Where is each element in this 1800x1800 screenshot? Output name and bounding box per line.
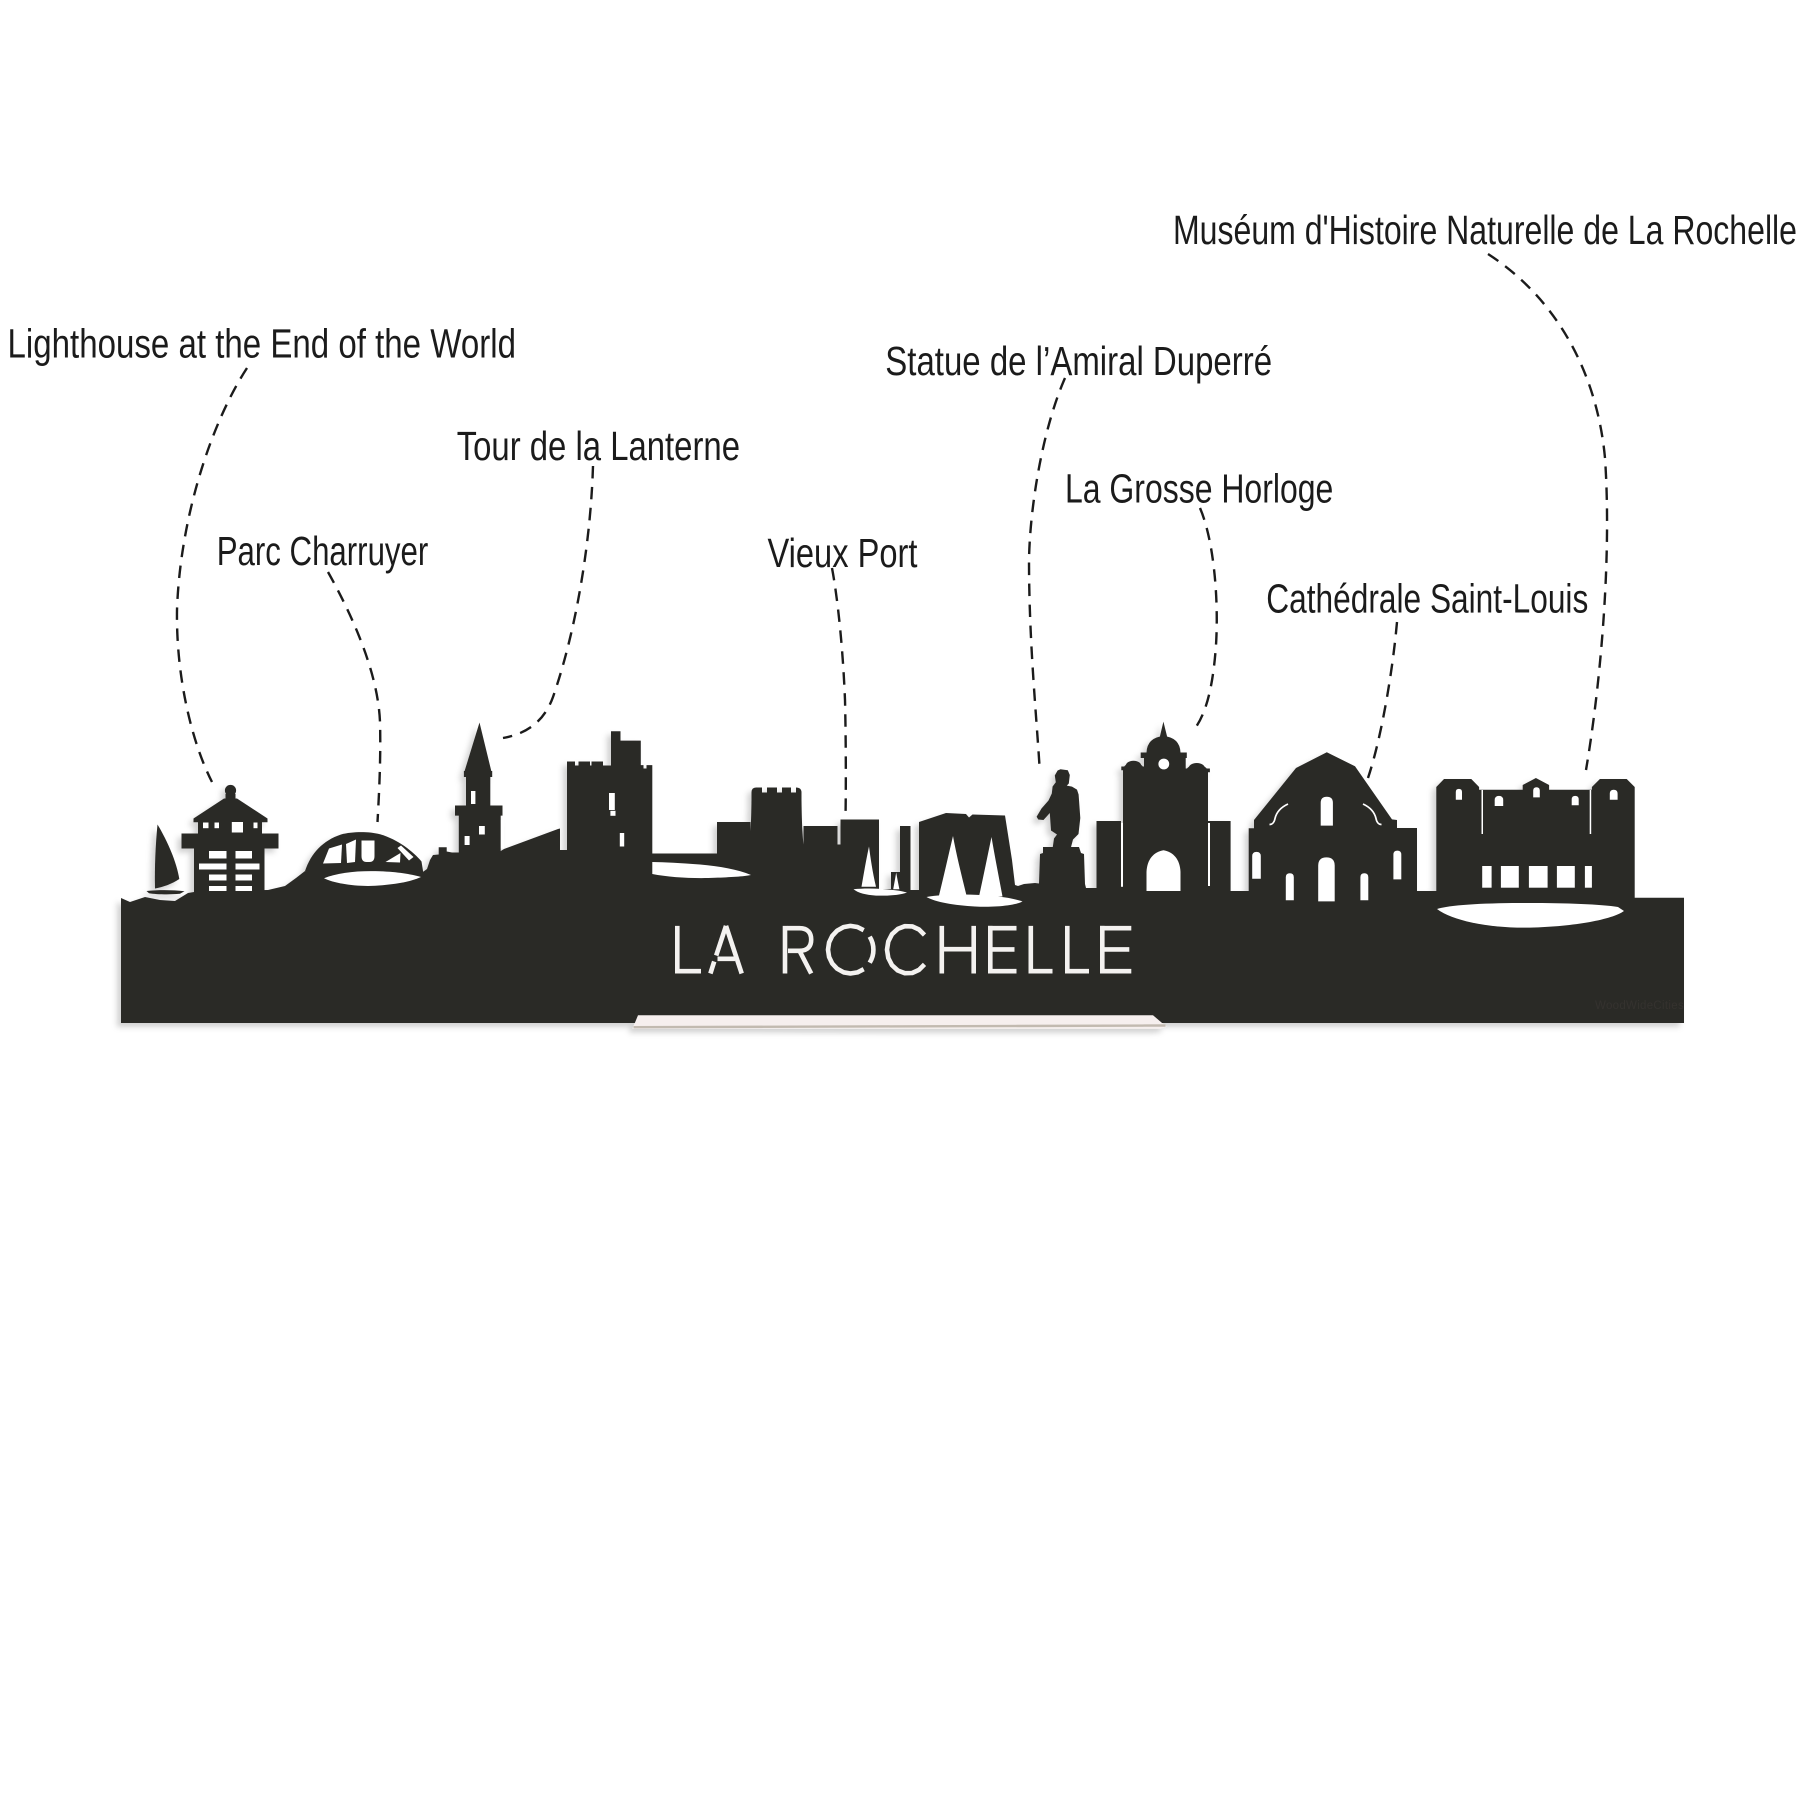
svg-text:WoodWideCities: WoodWideCities <box>1595 1000 1684 1012</box>
svg-text:La Grosse Horloge: La Grosse Horloge <box>1065 466 1333 512</box>
svg-text:Statue de l’Amiral Duperré: Statue de l’Amiral Duperré <box>885 338 1272 384</box>
svg-text:Lighthouse at the End of the W: Lighthouse at the End of the World <box>8 321 517 367</box>
svg-text:Tour de la Lanterne: Tour de la Lanterne <box>457 423 740 469</box>
svg-text:Cathédrale Saint-Louis: Cathédrale Saint-Louis <box>1266 575 1588 621</box>
svg-text:Vieux Port: Vieux Port <box>768 530 918 576</box>
svg-text:Muséum d'Histoire Naturelle de: Muséum d'Histoire Naturelle de La Rochel… <box>1173 207 1797 253</box>
svg-text:Parc Charruyer: Parc Charruyer <box>217 528 429 574</box>
